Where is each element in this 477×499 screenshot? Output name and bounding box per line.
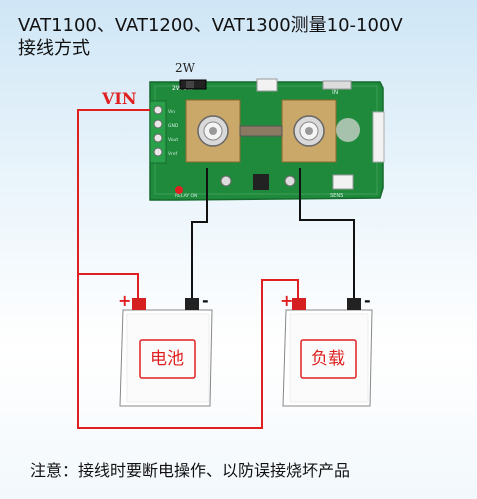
top-connector-1	[256, 78, 278, 92]
sens-connector	[332, 174, 354, 190]
load-negative-terminal	[347, 298, 361, 310]
silk-vin: Vin	[168, 109, 175, 115]
load-negative-wire	[299, 168, 355, 300]
footer-warning: 注意：接线时要断电操作、以防误接烧坏产品	[30, 461, 351, 480]
pcb-board: IN 2W 3W RELAY ON SENS Vin GND Vout Vref	[149, 78, 385, 201]
sens-label: SENS	[330, 193, 343, 199]
load-label: 负载	[311, 349, 345, 369]
right-busbar-pad	[281, 99, 337, 163]
battery-label: 电池	[150, 349, 184, 369]
battery-positive-terminal	[132, 298, 146, 310]
red-wires	[77, 109, 299, 429]
jumper-label: 2W	[175, 61, 195, 75]
title-line-1: VAT1100、VAT1200、VAT1300测量10-100V	[18, 15, 403, 36]
sensor-ring	[336, 118, 360, 142]
battery-negative-terminal	[185, 298, 199, 310]
load-positive-terminal	[292, 298, 306, 310]
load-minus-sign: -	[364, 291, 371, 310]
battery-to-load-wire	[77, 274, 299, 429]
shunt-resistor	[239, 125, 283, 137]
center-ic-chip	[253, 174, 269, 190]
battery-negative-wire	[191, 168, 208, 300]
silk-gnd: GND	[168, 123, 179, 129]
load-plus-sign: +	[280, 291, 293, 310]
load-label-border	[300, 339, 357, 379]
diagram-title: VAT1100、VAT1200、VAT1300测量10-100V 接线方式	[18, 14, 468, 60]
title-line-2: 接线方式	[18, 38, 90, 59]
silk-in-label: IN	[332, 89, 338, 96]
battery-minus-sign: -	[202, 291, 209, 310]
relay-led-icon	[175, 186, 183, 194]
vin-label: VIN	[102, 89, 137, 108]
load-box	[282, 298, 373, 407]
silk-vout: Vout	[168, 137, 178, 143]
vin-to-battery-wire	[77, 109, 150, 298]
battery-label-border	[139, 339, 196, 379]
battery-plus-sign: +	[118, 291, 131, 310]
left-sense-screw-icon	[220, 175, 232, 187]
right-sense-screw-icon	[284, 175, 296, 187]
top-connector-2	[322, 80, 352, 90]
battery-box	[119, 298, 213, 407]
relay-label: RELAY ON	[175, 193, 197, 199]
silk-vref: Vref	[168, 151, 178, 157]
black-wires	[191, 168, 355, 300]
left-terminal-block	[149, 100, 167, 164]
right-side-connector	[372, 111, 385, 163]
